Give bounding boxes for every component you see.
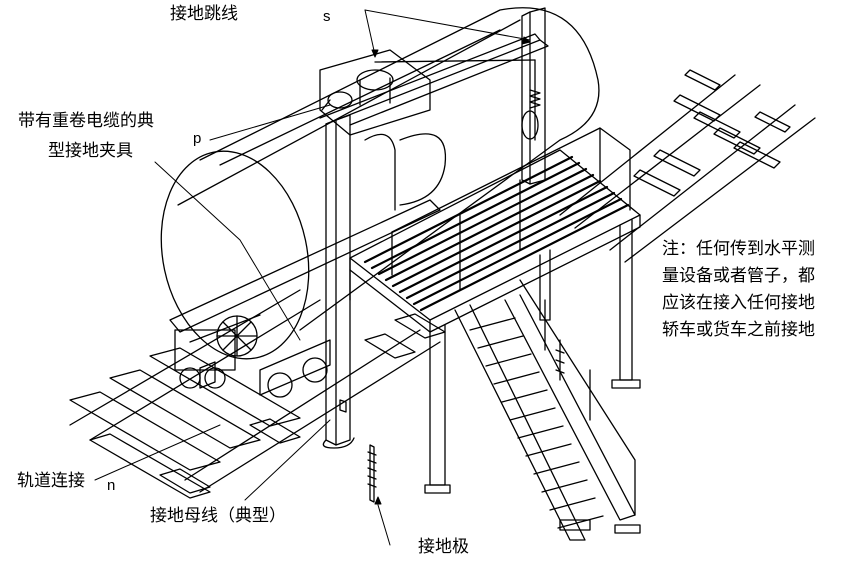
gantry-frame — [320, 8, 548, 448]
tank-car — [143, 8, 599, 397]
ground-electrode — [368, 340, 564, 502]
letter-s: s — [323, 8, 331, 25]
leader-lines — [95, 10, 530, 545]
note-line4: 轿车或货车之前接地 — [662, 320, 815, 340]
platform — [350, 128, 640, 493]
note-line2: 量设备或者管子，都 — [662, 266, 815, 286]
electrode-label: 接地极 — [418, 537, 469, 557]
note-line3: 应该在接入任何接地 — [662, 293, 815, 313]
rail-bond-label: 轨道连接 — [17, 471, 85, 491]
letter-n: n — [107, 477, 116, 494]
note-line1: 注：任何传到水平测 — [662, 239, 815, 259]
clamp-label-line1: 带有重卷电缆的典 — [18, 111, 154, 131]
rail-track-back — [560, 70, 815, 262]
stairs — [455, 280, 640, 540]
jumper-label: 接地跳线 — [170, 4, 238, 24]
bus-bar-label: 接地母线（典型） — [150, 506, 286, 526]
letter-p: p — [193, 130, 202, 147]
rail-track-front — [70, 290, 445, 498]
clamp-label-line2: 型接地夹具 — [48, 141, 133, 161]
